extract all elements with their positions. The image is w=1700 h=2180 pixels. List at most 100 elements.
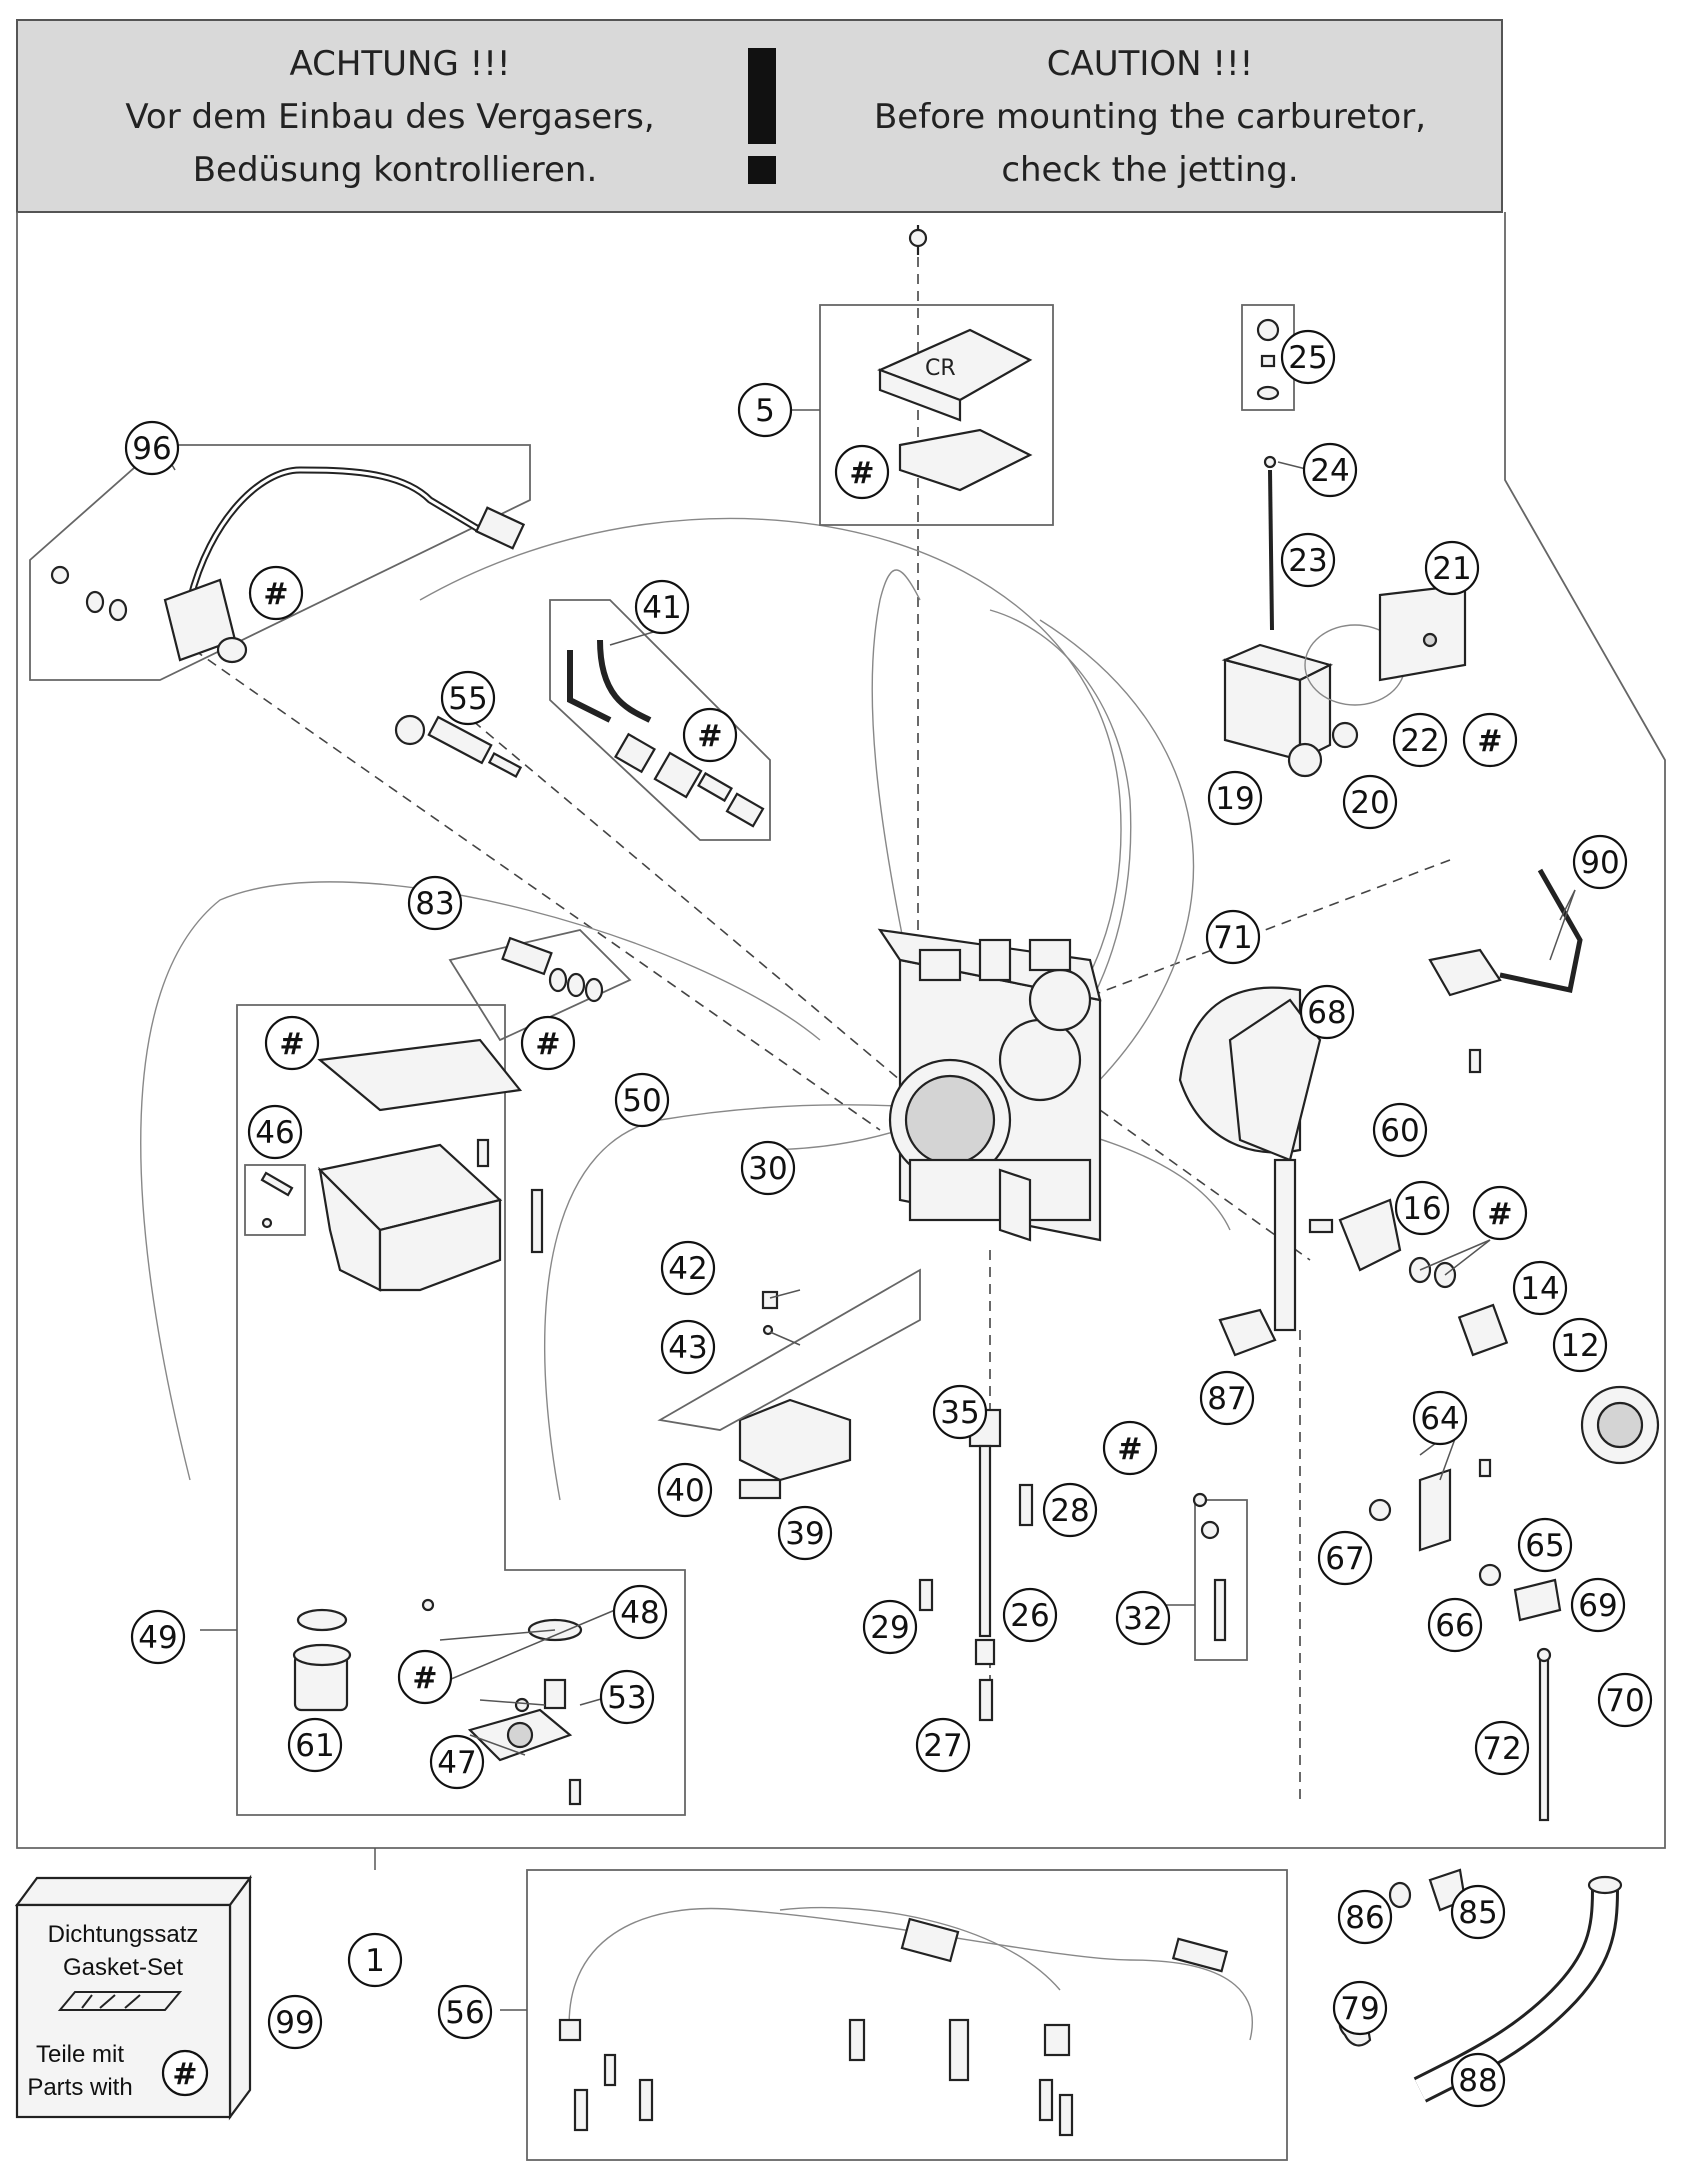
callout-number: 64 bbox=[1420, 1401, 1459, 1437]
callout-hash-text: # bbox=[1117, 1432, 1142, 1467]
callout-circle bbox=[932, 1384, 988, 1440]
callout-part-39: 39 bbox=[777, 1505, 833, 1561]
callout-part-66: 66 bbox=[1427, 1597, 1483, 1653]
callout-circle bbox=[1512, 1260, 1568, 1316]
callout-number: 39 bbox=[785, 1516, 824, 1552]
callout-number: 90 bbox=[1580, 845, 1619, 881]
callout-part-26: 26 bbox=[1002, 1587, 1058, 1643]
air-vent-hose-set bbox=[526, 1869, 1288, 2161]
callout-number: 14 bbox=[1520, 1271, 1559, 1307]
carburetor-body bbox=[877, 928, 1102, 1242]
callout-hash-marker: # bbox=[1472, 1185, 1528, 1241]
callout-circle bbox=[1317, 1530, 1373, 1586]
callout-number: 69 bbox=[1578, 1588, 1617, 1624]
kit-label-english: Gasket-Set bbox=[63, 1954, 183, 1981]
callout-number: 48 bbox=[620, 1595, 659, 1631]
callout-hash-text: # bbox=[1487, 1197, 1512, 1232]
callout-part-40: 40 bbox=[657, 1462, 713, 1518]
callout-part-12: 12 bbox=[1552, 1317, 1608, 1373]
throttle-valve-group bbox=[1221, 304, 1467, 778]
callout-number: 25 bbox=[1288, 340, 1327, 376]
banner-german-line-3: Bedüsung kontrollieren. bbox=[193, 150, 598, 190]
callout-circle bbox=[777, 1505, 833, 1561]
callout-circle bbox=[915, 1717, 971, 1773]
callout-number: 55 bbox=[448, 681, 487, 717]
callout-circle bbox=[660, 1319, 716, 1375]
callout-number: 66 bbox=[1435, 1608, 1474, 1644]
kit-label-german: Dichtungssatz bbox=[48, 1921, 199, 1948]
callout-circle bbox=[1280, 329, 1336, 385]
float-bowl-group bbox=[236, 1004, 686, 1816]
callout-number: 1 bbox=[365, 1943, 385, 1979]
callout-circle bbox=[1572, 834, 1628, 890]
callout-part-42: 42 bbox=[660, 1240, 716, 1296]
throttle-linkage-group bbox=[1308, 1198, 1660, 1822]
callout-circle bbox=[1337, 1889, 1393, 1945]
callout-circle bbox=[862, 1599, 918, 1655]
main-assembly-frame bbox=[16, 212, 1666, 1849]
callout-number: 32 bbox=[1123, 1601, 1162, 1637]
callout-circle bbox=[1552, 1317, 1608, 1373]
callout-circle bbox=[1517, 1517, 1573, 1573]
callout-part-20: 20 bbox=[1342, 774, 1398, 830]
callout-circle bbox=[657, 1462, 713, 1518]
callout-part-61: 61 bbox=[287, 1717, 343, 1773]
callout-circle bbox=[682, 707, 738, 763]
callout-circle bbox=[247, 1104, 303, 1160]
banner-english-line-1: CAUTION !!! bbox=[1047, 44, 1254, 84]
callout-part-43: 43 bbox=[660, 1319, 716, 1375]
callout-part-65: 65 bbox=[1517, 1517, 1573, 1573]
callout-number: 21 bbox=[1432, 551, 1471, 587]
callout-number: 35 bbox=[940, 1395, 979, 1431]
callout-part-50: 50 bbox=[614, 1072, 670, 1128]
callout-hash-text: # bbox=[412, 1661, 437, 1696]
callout-number: 20 bbox=[1350, 785, 1389, 821]
callout-circle bbox=[1342, 774, 1398, 830]
callout-part-85: 85 bbox=[1450, 1884, 1506, 1940]
callout-hash-text: # bbox=[849, 456, 874, 491]
callout-part-70: 70 bbox=[1597, 1672, 1653, 1728]
kit-note-german: Teile mit bbox=[36, 2041, 124, 2068]
callout-circle bbox=[1392, 712, 1448, 768]
callout-circle bbox=[1570, 1577, 1626, 1633]
callout-circle bbox=[740, 1140, 796, 1196]
callout-number: 46 bbox=[255, 1115, 294, 1151]
callout-circle bbox=[264, 1015, 320, 1071]
callout-number: 49 bbox=[138, 1620, 177, 1656]
callout-circle bbox=[407, 875, 463, 931]
callout-circle bbox=[248, 565, 304, 621]
callout-circle bbox=[429, 1734, 485, 1790]
callout-circle bbox=[1115, 1590, 1171, 1646]
callout-part-96: 96 bbox=[124, 420, 180, 476]
callout-number: 68 bbox=[1307, 995, 1346, 1031]
callout-circle bbox=[737, 382, 793, 438]
choke-plunger-group bbox=[448, 929, 632, 1042]
callout-part-60: 60 bbox=[1372, 1102, 1428, 1158]
callout-number: 67 bbox=[1325, 1541, 1364, 1577]
callout-hash-marker: # bbox=[1102, 1420, 1158, 1476]
callout-hash-marker: # bbox=[520, 1015, 576, 1071]
callout-number: 42 bbox=[668, 1251, 707, 1287]
banner-german-line-2: Vor dem Einbau des Vergasers, bbox=[125, 97, 654, 137]
callout-number: 71 bbox=[1213, 920, 1252, 956]
idle-screw bbox=[394, 714, 523, 778]
callout-circle bbox=[520, 1015, 576, 1071]
callout-number: 65 bbox=[1525, 1528, 1564, 1564]
callout-part-16: 16 bbox=[1394, 1180, 1450, 1236]
callout-part-24: 24 bbox=[1302, 442, 1358, 498]
callout-circle bbox=[1412, 1390, 1468, 1446]
callout-part-48: 48 bbox=[612, 1584, 668, 1640]
callout-part-68: 68 bbox=[1299, 984, 1355, 1040]
callout-part-79: 79 bbox=[1332, 1980, 1388, 2036]
callout-number: 19 bbox=[1215, 781, 1254, 817]
callout-number: 60 bbox=[1380, 1113, 1419, 1149]
callout-circle bbox=[1427, 1597, 1483, 1653]
callout-part-5: 5 bbox=[737, 382, 793, 438]
pump-cover-group bbox=[1178, 986, 1413, 1332]
callout-circle bbox=[1207, 770, 1263, 826]
callout-circle bbox=[1597, 1672, 1653, 1728]
throttle-sensor-group bbox=[29, 444, 531, 681]
callout-part-27: 27 bbox=[915, 1717, 971, 1773]
callout-number: 30 bbox=[748, 1151, 787, 1187]
